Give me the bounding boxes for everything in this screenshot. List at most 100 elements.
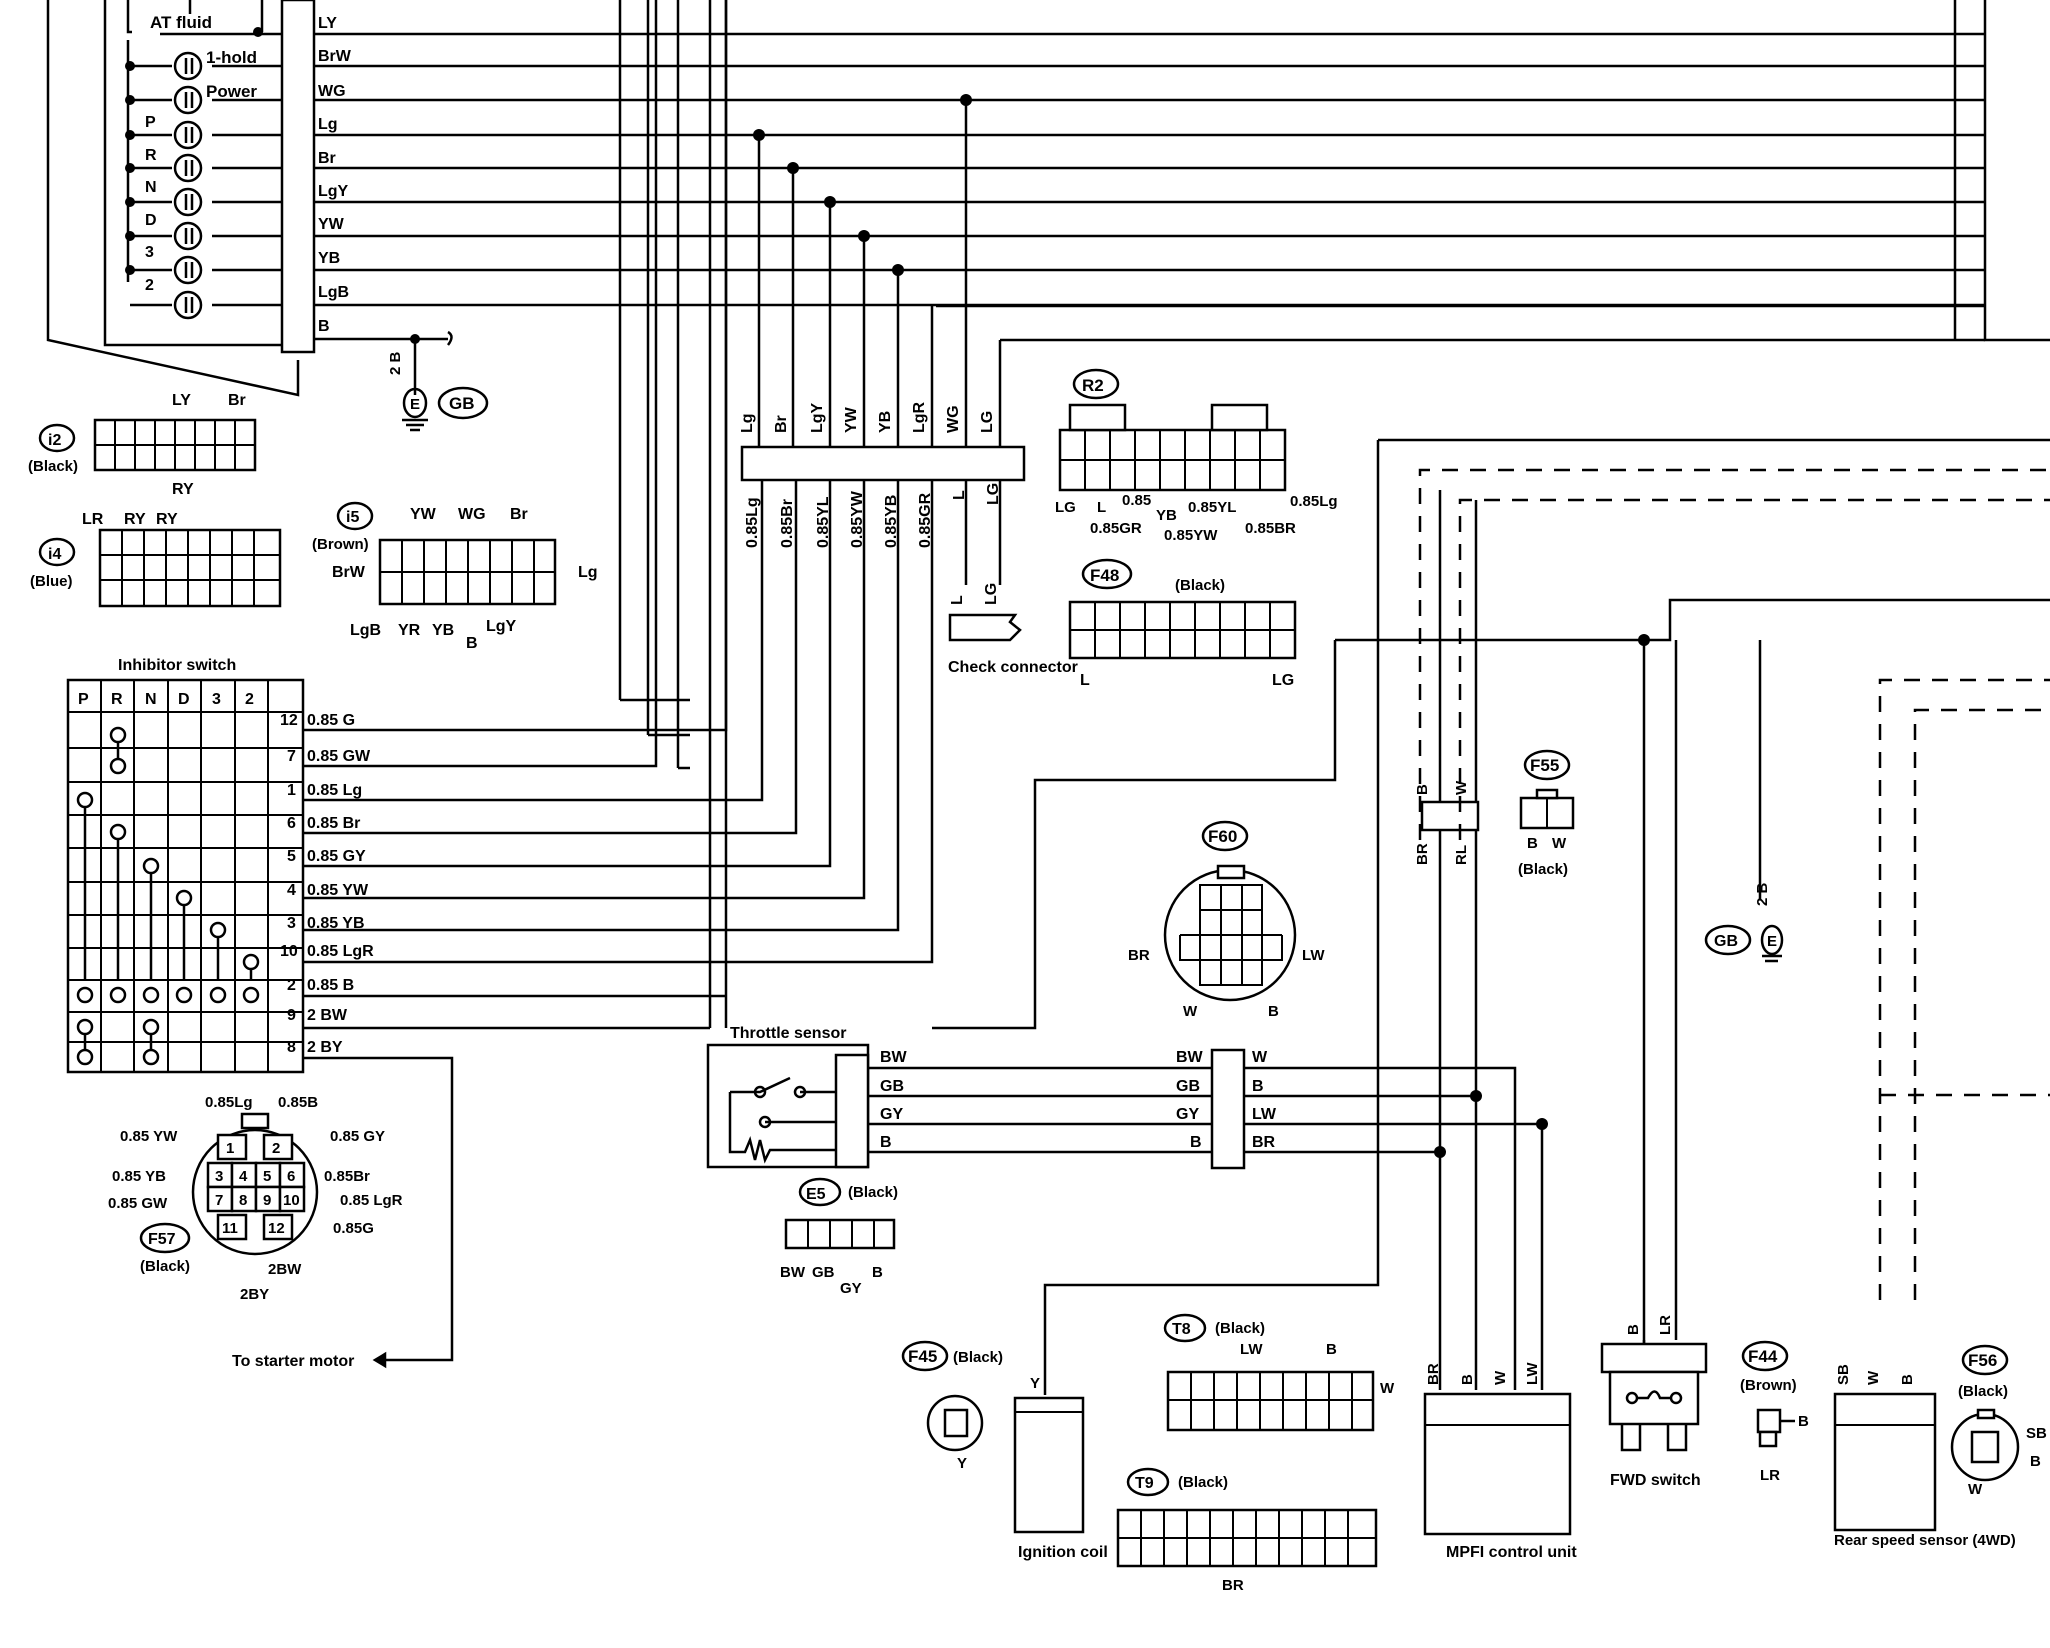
harness-top-wg: WG (945, 405, 962, 433)
mpfi-wire-br: BR (1425, 1363, 1442, 1385)
mid-connector-left-gb: GB (1176, 1078, 1200, 1095)
inhibitor-wire-5: 0.85 GY (307, 848, 366, 865)
ground-top-label: GB (449, 394, 475, 413)
connector-f55-id: F55 (1530, 756, 1559, 775)
inhibitor-pos-r: R (111, 691, 123, 708)
inhibitor-wire-9: 2 BW (307, 1007, 348, 1024)
inline-connector-top-b: B (1414, 784, 1431, 795)
throttle-wire-gy: GY (880, 1106, 903, 1123)
ground-top-wire: 2 B (387, 351, 404, 375)
connector-i4-pin-ry1: RY (124, 511, 146, 528)
connector-f44-pin-lr: LR (1760, 1467, 1780, 1484)
meter-wire-yw: YW (318, 216, 345, 233)
mpfi-wire-b: B (1459, 1374, 1476, 1385)
throttle-sensor-label: Throttle sensor (730, 1025, 846, 1042)
ground-right-label: GB (1714, 933, 1738, 950)
rear-speed-wire-w: W (1865, 1370, 1882, 1385)
connector-t9-pin-br: BR (1222, 1577, 1244, 1594)
connector-i2: i2 (Black) LY Br RY (28, 392, 257, 498)
connector-f60-id: F60 (1208, 827, 1237, 846)
indicator-label-at-fluid: AT fluid (150, 13, 212, 32)
meter-wire-labels: LY BrW WG Lg Br LgY YW YB LgB B (318, 15, 352, 335)
inhibitor-pos-3: 3 (212, 691, 221, 708)
connector-i4-pin-ry2: RY (156, 511, 178, 528)
inline-connector-bottom-rl: RL (1453, 845, 1470, 865)
harness-bottom-085yl: 0.85YL (815, 496, 832, 548)
harness-bottom-085yw: 0.85YW (849, 490, 866, 548)
ground-right: 2 B E GB (1704, 882, 1784, 963)
check-connector-label-text: Check connector (948, 659, 1078, 676)
fwd-switch-wire-lr: LR (1657, 1315, 1674, 1335)
connector-f57-label-085lg: 0.85Lg (205, 1094, 253, 1111)
connector-f60-pin-b: B (1268, 1003, 1279, 1020)
connector-r2-pin-085gr: 0.85GR (1090, 520, 1142, 537)
connector-f56-id: F56 (1968, 1351, 1997, 1370)
rear-speed-label-text: Rear speed sensor (4WD) (1834, 1532, 2016, 1549)
throttle-wire-bw: BW (880, 1049, 908, 1066)
rear-speed-sensor: SB W B Rear speed sensor (4WD) (1833, 1364, 2016, 1549)
harness-bottom-l: L (951, 490, 968, 500)
connector-f57-id: F57 (148, 1231, 176, 1248)
indicator-label-power: Power (206, 82, 257, 101)
combination-meter: AT fluid 1-hold Power P R N D 3 2 (46, 0, 352, 397)
connector-f57-pin-1: 1 (226, 1140, 234, 1157)
connector-e5-pin-b: B (872, 1264, 883, 1281)
harness-top-lgy: LgY (809, 402, 826, 433)
inhibitor-pin-2: 2 (287, 977, 296, 994)
connector-t8-pin-lw: LW (1240, 1341, 1263, 1358)
indicator-label-n: N (145, 179, 157, 196)
connector-f57-color: (Black) (140, 1258, 190, 1275)
harness-top-yb: YB (877, 411, 894, 433)
fwd-switch-label: FWD switch (1610, 1472, 1701, 1489)
check-connector: L LG Check connector (948, 583, 1078, 676)
connector-f55-pin-w: W (1552, 835, 1567, 852)
connector-r2-pin-l: L (1097, 499, 1106, 516)
connector-r2-pin-085lg: 0.85Lg (1290, 493, 1338, 510)
fwd-switch: B LR FWD switch (1600, 640, 1708, 1489)
connector-i2-pin-ry: RY (172, 481, 194, 498)
meter-wire-lg: Lg (318, 116, 338, 133)
connector-i5-pin-lgy: LgY (486, 618, 517, 635)
signal-wires (932, 438, 2050, 1395)
ignition-coil-label: Ignition coil (1018, 1544, 1108, 1561)
connector-e5-id: E5 (806, 1186, 826, 1203)
connector-f57-pin-8: 8 (239, 1192, 247, 1209)
inhibitor-pin-4: 4 (287, 882, 296, 899)
connector-f44: F44 (Brown) B LR (1740, 1340, 1809, 1484)
connector-t8-pin-w: W (1380, 1380, 1395, 1397)
inhibitor-wire-2: 0.85 B (307, 977, 354, 994)
inhibitor-pin-10: 10 (280, 943, 298, 960)
ignition-coil: Y Ignition coil (1013, 1375, 1108, 1561)
connector-f56-pin-sb: SB (2026, 1425, 2047, 1442)
harness-bottom-085yb: 0.85YB (883, 495, 900, 548)
connector-i5-pin-yw: YW (410, 506, 437, 523)
inhibitor-pin-8: 8 (287, 1039, 296, 1056)
connector-f57-pin-2: 2 (272, 1140, 280, 1157)
connector-f60: F60 BR LW W B (1128, 820, 1325, 1020)
connector-f45: F45 (Black) Y (901, 1340, 1003, 1472)
mid-connector: BW GB GY B W B LW BR (1176, 1048, 1548, 1390)
connector-t9: T9 (Black) BR (1116, 1467, 1378, 1594)
connector-i5-id: i5 (346, 509, 359, 526)
connector-i4-id: i4 (48, 546, 61, 563)
connector-i5-color: (Brown) (312, 536, 369, 553)
ground-right-symbol: E (1767, 933, 1777, 950)
connector-f57-pin-6: 6 (287, 1168, 295, 1185)
ground-top-symbol: E (410, 396, 420, 413)
inhibitor-pos-n: N (145, 691, 157, 708)
inhibitor-switch-title: Inhibitor switch (118, 657, 236, 674)
inhibitor-pin-6: 6 (287, 815, 296, 832)
mid-connector-right-br: BR (1252, 1134, 1276, 1151)
mid-connector-left-bw: BW (1176, 1049, 1204, 1066)
inhibitor-wire-6: 0.85 Br (307, 815, 360, 832)
connector-i5-left: BrW (332, 564, 366, 581)
connector-e5-color: (Black) (848, 1184, 898, 1201)
mid-connector-right-w: W (1252, 1049, 1268, 1066)
connector-f55: F55 B W (Black) (1518, 749, 1575, 878)
indicator-label-r: R (145, 147, 157, 164)
connector-f56: F56 (Black) SB B W (1950, 1344, 2047, 1498)
connector-f57: 1 2 3 4 5 6 7 8 9 10 11 12 0.85Lg 0.85B … (108, 1094, 403, 1303)
connector-f57-pin-12: 12 (268, 1220, 285, 1237)
inline-connector-top-w: W (1453, 780, 1470, 795)
connector-i4-pin-lr: LR (82, 511, 104, 528)
